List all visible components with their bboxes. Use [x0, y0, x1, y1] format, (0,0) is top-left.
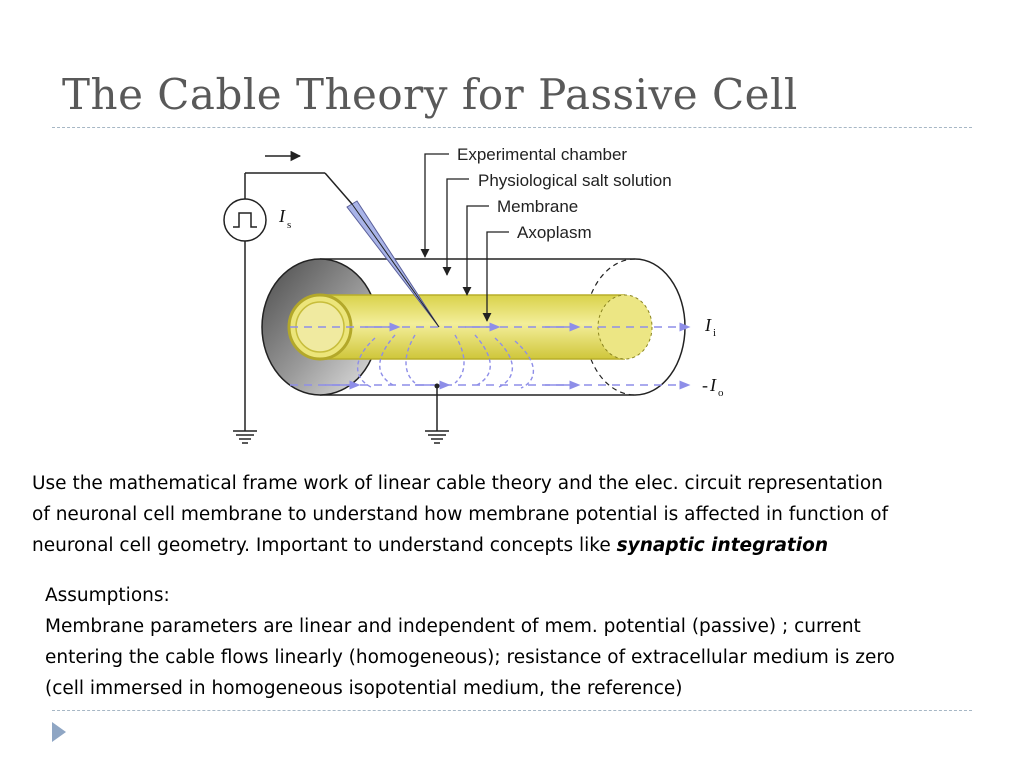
label-axoplasm: Axoplasm	[517, 223, 592, 242]
outer-current-subscript: o	[718, 387, 724, 399]
label-experimental-chamber: Experimental chamber	[457, 145, 627, 164]
cable-diagram-svg: Experimental chamber Physiological salt …	[223, 145, 724, 444]
assumptions-block: Assumptions: Membrane parameters are lin…	[45, 585, 895, 699]
triangle-bullet-icon	[52, 722, 66, 742]
outer-current-symbol: I	[709, 375, 717, 395]
label-salt-solution: Physiological salt solution	[478, 171, 672, 190]
footer-divider	[52, 710, 972, 711]
label-pointers	[420, 153, 509, 322]
title-divider	[52, 127, 972, 128]
stim-current-symbol: I	[278, 206, 286, 226]
cable-diagram: Experimental chamber Physiological salt …	[215, 133, 735, 453]
label-membrane: Membrane	[497, 197, 578, 216]
current-flow	[290, 322, 691, 390]
ground-icon	[425, 430, 449, 444]
square-pulse-icon	[223, 198, 267, 242]
outer-current-prefix: -	[702, 375, 708, 395]
stim-current-subscript: s	[287, 219, 291, 231]
intro-text: Use the mathematical frame work of linea…	[32, 473, 889, 556]
stimulus-circuit	[244, 150, 438, 431]
slide-title: The Cable Theory for Passive Cell	[62, 70, 798, 119]
contact-dot	[434, 383, 440, 389]
intro-emphasis: synaptic integration	[616, 535, 829, 556]
inner-current-symbol: I	[704, 315, 712, 335]
intro-paragraph: Use the mathematical frame work of linea…	[32, 468, 992, 561]
ground-icon	[233, 430, 257, 444]
inner-current-subscript: i	[713, 327, 716, 339]
